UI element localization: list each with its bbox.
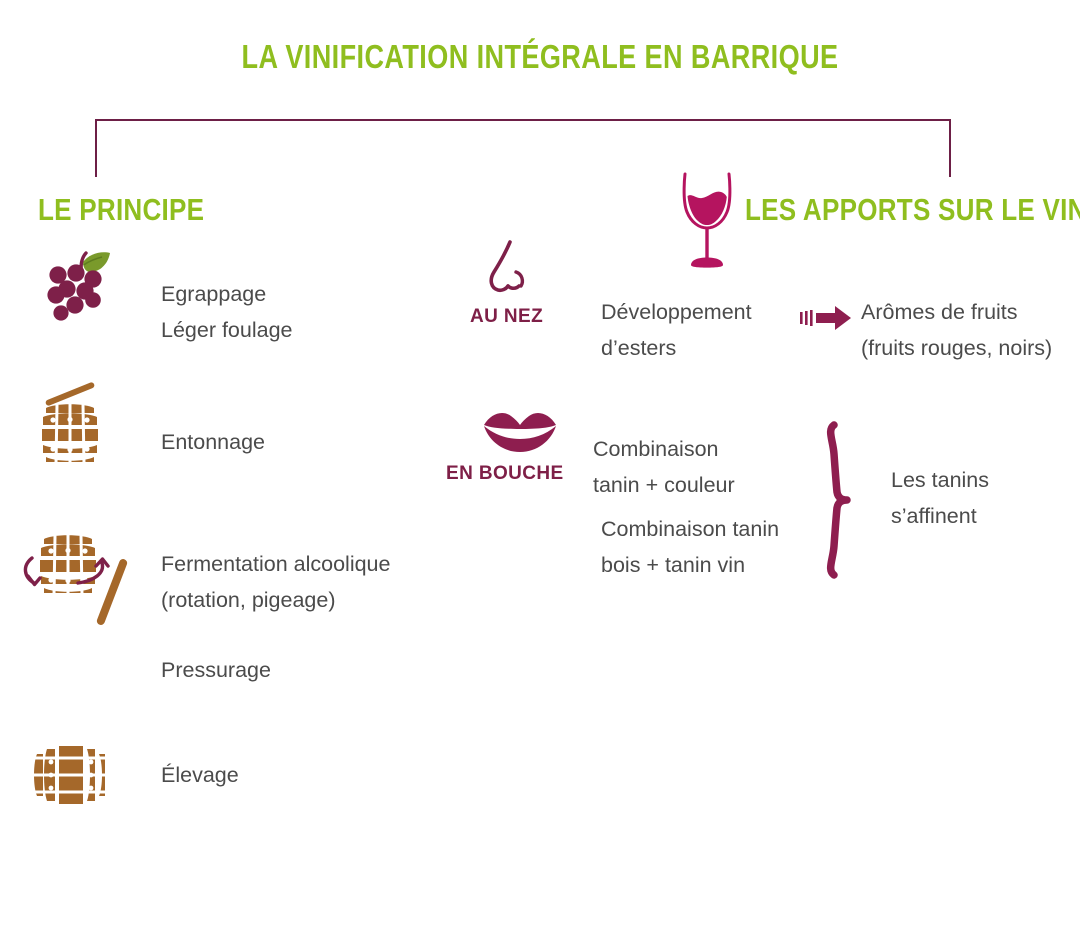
arrow-right-icon <box>800 305 852 331</box>
step-line: Entonnage <box>161 430 266 454</box>
barrel-aging-icon <box>30 736 112 814</box>
page-title: LA VINIFICATION INTÉGRALE EN BARRIQUE <box>241 38 839 75</box>
step-label-elevage: Élevage <box>161 757 239 793</box>
cause-text-combinaison-bois: Combinaison tanin bois + tanin vin <box>601 511 779 583</box>
curly-brace-icon <box>824 420 864 580</box>
step-line: Élevage <box>161 763 239 787</box>
step-line: (rotation, pigeage) <box>161 588 336 612</box>
wine-glass-icon <box>676 168 738 270</box>
cause-text-combinaison-couleur: Combinaison tanin + couleur <box>593 431 735 503</box>
sensory-label-au-nez: AU NEZ <box>470 306 544 327</box>
barrel-funnel-icon <box>28 378 118 468</box>
step-line: Egrappage <box>161 282 267 306</box>
step-label-pressurage: Pressurage <box>161 652 271 688</box>
text-line: Combinaison tanin <box>601 517 780 541</box>
step-label-entonnage: Entonnage <box>161 424 265 460</box>
nose-icon <box>483 238 535 300</box>
lips-icon <box>481 408 559 454</box>
text-line: bois + tanin vin <box>601 553 746 577</box>
grapes-icon <box>36 248 114 324</box>
text-line: Développement <box>601 300 752 324</box>
effect-text-aromes: Arômes de fruits (fruits rouges, noirs) <box>861 294 1052 366</box>
text-line: Les tanins <box>891 468 990 492</box>
text-line: (fruits rouges, noirs) <box>861 336 1053 360</box>
sensory-label-en-bouche: EN BOUCHE <box>446 463 564 484</box>
section-heading-apports: LES APPORTS SUR LE VIN <box>745 192 1080 227</box>
text-line: Arômes de fruits <box>861 300 1018 324</box>
text-line: Combinaison <box>593 437 719 461</box>
text-line: tanin + couleur <box>593 473 735 497</box>
step-line: Pressurage <box>161 658 271 682</box>
step-line: Fermentation alcoolique <box>161 552 391 576</box>
barrel-rotation-icon <box>12 525 134 635</box>
step-label-fermentation: Fermentation alcoolique (rotation, pigea… <box>161 546 390 618</box>
top-bracket-divider <box>95 119 951 177</box>
text-line: d’esters <box>601 336 677 360</box>
step-line: Léger foulage <box>161 318 293 342</box>
text-line: s’affinent <box>891 504 977 528</box>
step-label-egrappage: Egrappage Léger foulage <box>161 276 293 348</box>
cause-text-esters: Développement d’esters <box>601 294 752 366</box>
section-heading-principe: LE PRINCIPE <box>38 192 205 227</box>
effect-text-tanins: Les tanins s’affinent <box>891 462 989 534</box>
